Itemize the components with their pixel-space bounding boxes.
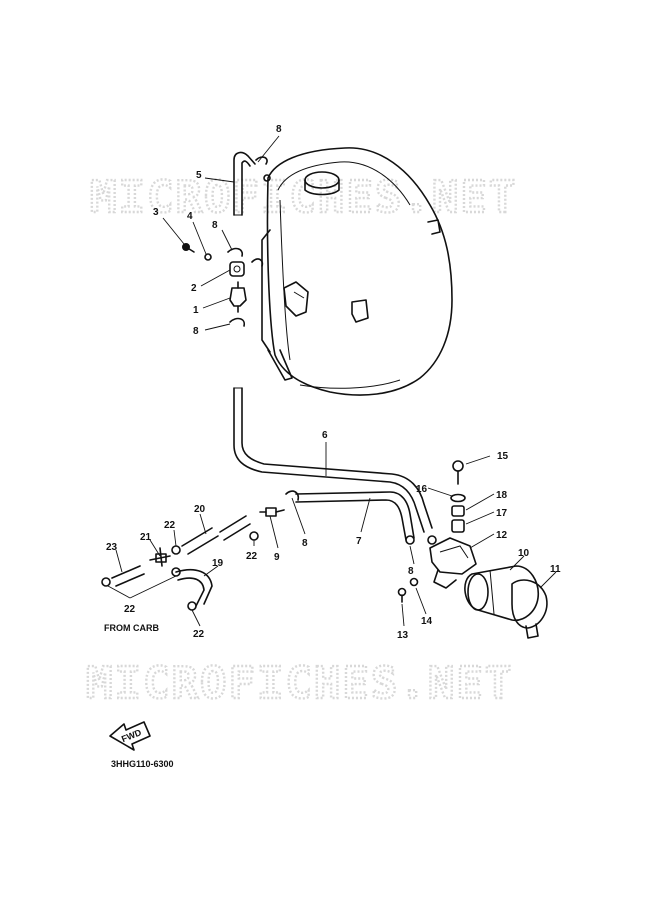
callout-3: 3 xyxy=(153,207,159,218)
hose-clip-top xyxy=(255,156,268,165)
clip-22-c xyxy=(101,577,111,587)
callout-20: 20 xyxy=(194,504,206,515)
bracket-12 xyxy=(429,537,477,589)
diagram-code: 3HHG110-6300 xyxy=(111,759,174,769)
collar-17 xyxy=(451,519,465,533)
hose-19 xyxy=(175,568,213,607)
hose-clip-7 xyxy=(285,490,300,501)
fuel-hose-7 xyxy=(295,491,415,541)
washer-14 xyxy=(409,577,419,587)
hose-23 xyxy=(111,565,145,587)
callout-7: 7 xyxy=(356,536,362,547)
callout-21: 21 xyxy=(140,532,152,543)
callout-9: 9 xyxy=(274,552,280,563)
callout-8-lower: 8 xyxy=(193,326,199,337)
callout-4: 4 xyxy=(187,211,193,222)
callout-22-b: 22 xyxy=(164,520,176,531)
callout-8-mid: 8 xyxy=(212,220,218,231)
callout-18: 18 xyxy=(496,490,508,501)
pump-cover-11 xyxy=(511,579,548,639)
callout-8-pump: 8 xyxy=(408,566,414,577)
callout-16: 16 xyxy=(416,484,428,495)
fuel-pump-10 xyxy=(464,565,540,622)
joint-9 xyxy=(259,507,285,517)
screw-13 xyxy=(397,587,407,603)
breather-hose-5 xyxy=(233,151,256,216)
fuel-cock-1 xyxy=(229,281,247,313)
callout-8-hose7: 8 xyxy=(302,538,308,549)
from-carb-note: FROM CARB xyxy=(104,623,159,633)
callout-22-d: 22 xyxy=(193,629,205,640)
callout-17: 17 xyxy=(496,508,508,519)
clip-22-d xyxy=(187,601,197,611)
callout-23: 23 xyxy=(106,542,118,553)
callout-19: 19 xyxy=(212,558,224,569)
washer-16 xyxy=(450,493,466,503)
callout-12: 12 xyxy=(496,530,508,541)
screw-3 xyxy=(182,243,195,253)
spacer-18 xyxy=(451,505,465,517)
callout-6: 6 xyxy=(322,430,328,441)
callout-1: 1 xyxy=(193,305,199,316)
fwd-arrow-icon: FWD xyxy=(109,721,151,751)
watermark-top: MICROFICHES.NET xyxy=(90,172,517,223)
callout-2: 2 xyxy=(191,283,197,294)
fwd-label: FWD xyxy=(120,727,143,744)
callout-15: 15 xyxy=(497,451,509,462)
clip-22-b xyxy=(171,545,181,555)
callout-14: 14 xyxy=(421,616,433,627)
fuel-tank xyxy=(261,147,453,396)
clip-22-a xyxy=(249,531,259,541)
callout-5: 5 xyxy=(196,170,202,181)
washer-4 xyxy=(204,253,212,261)
holder-2 xyxy=(229,261,245,277)
watermark-bottom: MICROFICHES.NET xyxy=(86,658,513,709)
hose-clip-mid xyxy=(227,247,244,257)
leader-lines xyxy=(107,135,557,627)
callout-22-a: 22 xyxy=(246,551,258,562)
callout-10: 10 xyxy=(518,548,530,559)
callout-11: 11 xyxy=(550,564,561,575)
three-way-joint-21 xyxy=(149,547,171,567)
hose-clip-lower xyxy=(229,317,246,327)
clip-12 xyxy=(427,535,437,545)
callout-8-top: 8 xyxy=(276,124,282,135)
clip-8-pump xyxy=(405,535,415,545)
fuel-hose-6 xyxy=(233,387,433,533)
hose-clip-tank xyxy=(251,258,264,267)
callout-13: 13 xyxy=(397,630,409,641)
hose-20 xyxy=(181,515,251,555)
callout-22-c: 22 xyxy=(124,604,136,615)
bolt-15 xyxy=(452,460,464,485)
